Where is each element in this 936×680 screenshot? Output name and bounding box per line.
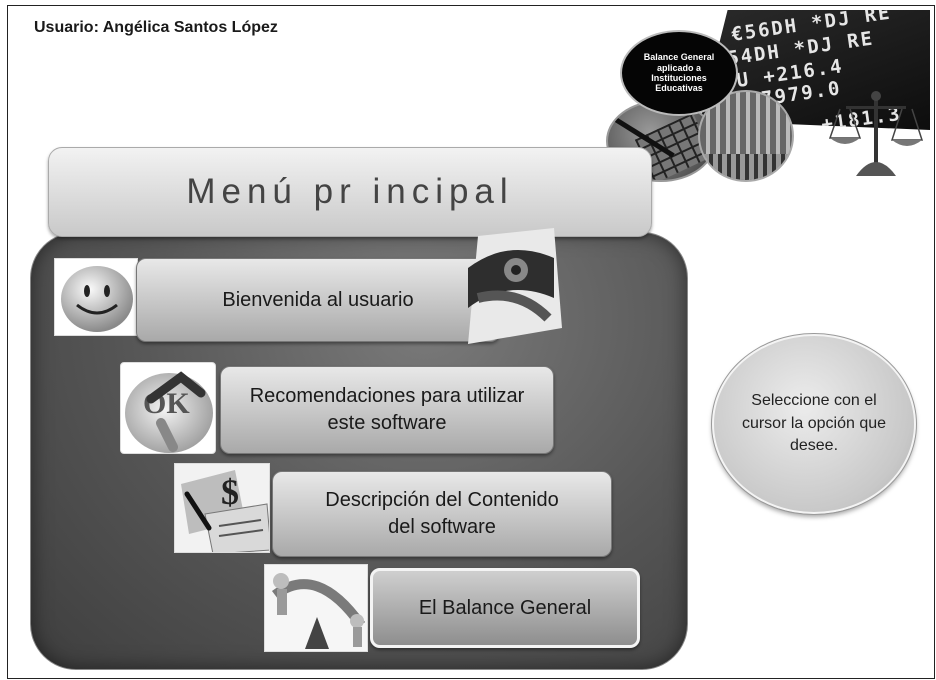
svg-text:$: $ bbox=[221, 472, 239, 512]
bienvenida-label: Bienvenida al usuario bbox=[222, 288, 414, 311]
balance-general-label: El Balance General bbox=[418, 596, 592, 619]
ok-arrow-icon: OK bbox=[120, 362, 216, 454]
menu-item-bienvenida[interactable]: Bienvenida al usuario bbox=[54, 228, 564, 344]
dollar-papers-icon: $ bbox=[174, 463, 270, 553]
balance-general-button[interactable]: El Balance General bbox=[370, 568, 640, 648]
menu-item-recomendaciones[interactable]: OK Recomendaciones para utilizar este so… bbox=[120, 362, 560, 458]
bienvenida-button[interactable]: Bienvenida al usuario bbox=[136, 258, 500, 342]
menu-title-text: Menú pr incipal bbox=[186, 172, 514, 211]
descripcion-button[interactable]: Descripción del Contenido del software bbox=[272, 471, 612, 557]
balance-figure-icon bbox=[264, 564, 368, 652]
page-title: Menú pr incipal bbox=[48, 147, 652, 237]
user-label: Usuario: Angélica Santos López bbox=[34, 19, 278, 36]
help-text: Seleccione con el cursor la opción que d… bbox=[741, 392, 887, 455]
menu-item-balance[interactable]: El Balance General bbox=[264, 564, 646, 654]
recomendaciones-button[interactable]: Recomendaciones para utilizar este softw… bbox=[220, 366, 554, 454]
recomendaciones-label: Recomendaciones para utilizar este softw… bbox=[249, 385, 525, 434]
descripcion-label: Descripción del Contenido del software bbox=[325, 489, 559, 538]
app-title-badge: Balance General aplicado a Instituciones… bbox=[620, 30, 738, 116]
justice-scales-icon bbox=[828, 91, 924, 176]
smiley-icon bbox=[54, 258, 138, 336]
help-bubble: Seleccione con el cursor la opción que d… bbox=[711, 333, 917, 515]
film-reel-icon bbox=[468, 228, 562, 344]
menu-item-descripcion[interactable]: $ Descripción del Contenido del software bbox=[174, 463, 616, 559]
